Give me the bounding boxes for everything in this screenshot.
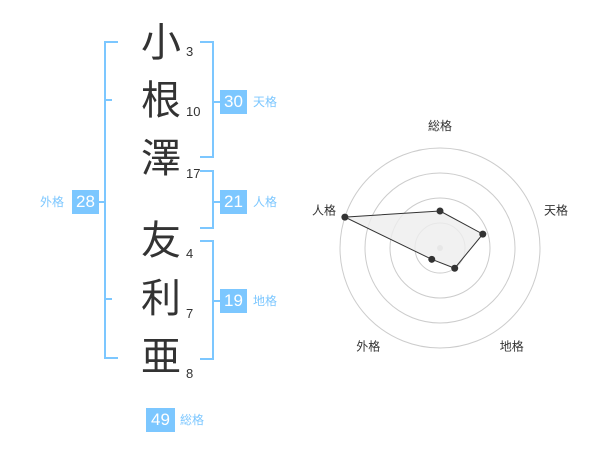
radar-axis-label-3: 地格 — [500, 339, 524, 354]
chikaku-value-badge: 19 — [220, 289, 247, 313]
radar-ring-4 — [339, 147, 541, 349]
radar-axis-label-5: 人格 — [312, 202, 336, 217]
gaikaku-label: 外格 — [40, 195, 65, 209]
gaikaku-value-badge: 28 — [72, 190, 99, 214]
stroke-count-5: 7 — [186, 306, 194, 321]
soukaku-value-badge: 49 — [146, 408, 175, 432]
name-char-5: 利 — [141, 276, 181, 322]
radar-axis-label-1: 総格 — [428, 118, 452, 133]
stroke-count-4: 4 — [186, 246, 194, 261]
soukaku-label: 総格 — [180, 413, 205, 427]
radar-ring-3 — [364, 172, 516, 324]
stroke-count-6: 8 — [186, 366, 194, 381]
radar-data-polygon — [342, 210, 484, 269]
radar-point-1 — [436, 207, 444, 215]
stroke-count-1: 3 — [186, 44, 194, 59]
tenkaku-value-badge: 30 — [220, 90, 247, 114]
radar-axis-label-2: 天格 — [544, 202, 568, 217]
radar-point-3 — [451, 264, 459, 272]
radar-point-2 — [479, 230, 487, 238]
tenkaku-label: 天格 — [253, 95, 278, 109]
radar-point-4 — [428, 255, 436, 263]
radar-point-5 — [341, 213, 349, 221]
name-char-4: 友 — [141, 218, 181, 264]
radar-ring-2 — [389, 197, 491, 299]
name-char-2: 根 — [141, 78, 181, 124]
stroke-count-2: 10 — [186, 104, 201, 119]
jinkaku-label: 人格 — [253, 195, 278, 209]
radar-axis-label-4: 外格 — [356, 339, 380, 354]
name-char-1: 小 — [141, 20, 181, 66]
name-char-3: 澤 — [141, 136, 181, 182]
stroke-count-3: 17 — [186, 166, 201, 181]
jinkaku-value-badge: 21 — [220, 190, 247, 214]
name-char-6: 亜 — [141, 334, 181, 380]
chikaku-label: 地格 — [253, 294, 278, 308]
